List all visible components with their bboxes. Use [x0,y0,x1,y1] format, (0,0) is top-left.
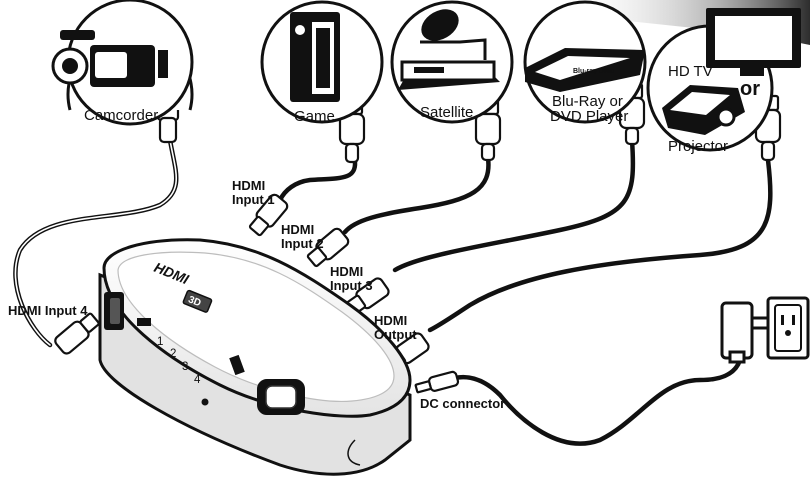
port-indicator-leds: 1 2 3 4 [157,336,209,406]
hdmi-switch-box: HDMI 3D 1 2 3 4 [98,238,412,476]
satellite-device: Satellite [390,0,514,124]
svg-text:3D: 3D [186,294,202,309]
display-device: HD TV or Projector [646,8,801,155]
input-2-label-line2: Input 2 [281,236,324,251]
3d-badge: 3D [182,289,213,313]
dc-connector-label: DC connector [420,396,505,411]
cables [13,137,773,446]
input-2-label-line1: HDMI [281,222,314,237]
led-number-3: 3 [182,361,188,373]
led-number-2: 2 [170,348,176,360]
bluray-device: Blu-ray Disc Blu-Ray or DVD Player [523,0,647,125]
model-sticker [229,354,245,376]
bluray-label-line1: Blu-Ray or [552,93,623,110]
input-1-label-line2: Input 1 [232,192,275,207]
game-label: Game [294,108,335,125]
power-adapter [720,301,768,364]
hdmi-plug-input-1 [248,193,289,237]
output-label-line1: HDMI [374,313,407,328]
camcorder-device: Camcorder [51,0,192,124]
tv-icon [706,8,801,76]
ir-window [137,318,151,326]
bluray-player-icon: Blu-ray Disc [525,48,645,92]
bluray-disc-text: Blu-ray Disc [573,68,614,75]
projector-label: Projector [668,138,728,155]
led-number-1: 1 [157,336,163,348]
satellite-dish-icon [398,9,500,90]
hdtv-label: HD TV [668,63,713,80]
hdmi-plug-input-2 [306,227,350,268]
bluray-label-line2: DVD Player [550,108,628,125]
input-3-label-line2: Input 3 [330,278,373,293]
game-console-icon [290,12,340,102]
output-label-line2: Output [374,327,417,342]
wall-outlet [766,296,810,360]
satellite-label: Satellite [420,104,473,121]
input-4-label: HDMI Input 4 [8,303,88,318]
input-1-label-line1: HDMI [232,178,265,193]
camcorder-icon [51,30,168,87]
or-label: or [740,78,760,100]
port-labels: HDMI Input 1 HDMI Input 2 HDMI Input 3 H… [8,178,505,411]
game-device: Game [260,0,384,125]
led-number-4: 4 [194,374,201,386]
dc-plug [414,370,460,394]
camcorder-label: Camcorder [84,107,158,124]
brand-mark [347,439,361,466]
select-button[interactable] [257,379,305,415]
projector-icon [662,85,745,135]
input-3-label-line1: HDMI [330,264,363,279]
power-led [201,398,209,406]
hdmi-plug-input-4 [54,312,100,355]
